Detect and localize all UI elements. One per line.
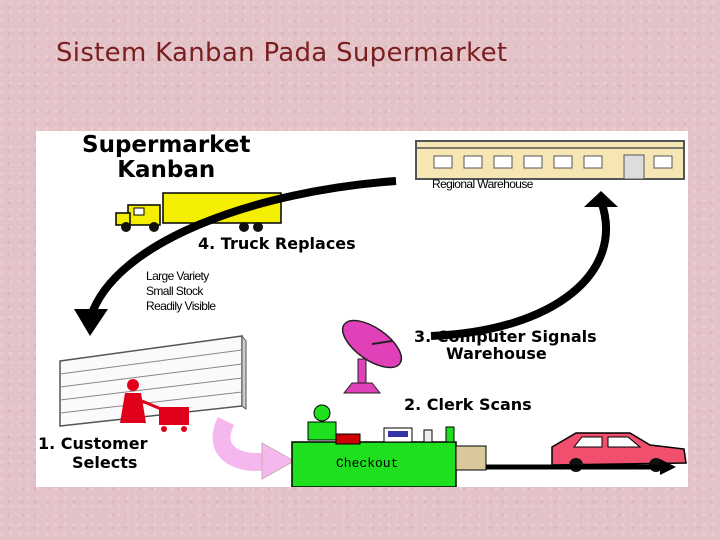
step-3-label-line-2: Warehouse: [446, 344, 547, 363]
arrowhead-right-icon: [660, 459, 676, 475]
step-4-label: 4. Truck Replaces: [198, 234, 356, 253]
checkout-label: Checkout: [336, 456, 399, 471]
arrowhead-down-icon: [74, 309, 108, 336]
store-shelves-icon: [59, 334, 247, 427]
step-1-label-line-2: Selects: [72, 453, 138, 472]
store-note-3: Readily Visible: [146, 299, 216, 313]
arrow-customer-to-checkout: [212, 416, 270, 471]
arrow-signal-to-warehouse: [430, 199, 610, 340]
diagram-illustrations: [59, 140, 687, 487]
arrow-warehouse-to-store: [87, 177, 397, 318]
warehouse-label: Regional Warehouse: [432, 177, 533, 191]
step-1-label-line-1: 1. Customer: [38, 434, 148, 453]
warehouse-icon: [415, 140, 685, 180]
slide-title: Sistem Kanban Pada Supermarket: [56, 38, 508, 68]
heading-line-1: Supermarket: [82, 132, 251, 158]
satellite-dish-icon: [341, 319, 403, 394]
store-note-1: Large Variety: [146, 269, 209, 283]
heading-line-2: Kanban: [117, 157, 216, 183]
arrowhead-right-pink-icon: [261, 442, 296, 480]
diagram-heading: Supermarket Kanban: [82, 133, 250, 183]
kanban-diagram: Supermarket Kanban Regional Warehouse 4.…: [36, 131, 688, 487]
store-note-2: Small Stock: [146, 284, 203, 298]
step-2-label: 2. Clerk Scans: [404, 395, 532, 414]
customer-icon: [120, 379, 189, 432]
checkout-counter-icon: [291, 404, 487, 487]
step-3-label-line-1: 3. Computer Signals: [414, 327, 597, 346]
arrowhead-up-icon: [584, 191, 618, 207]
